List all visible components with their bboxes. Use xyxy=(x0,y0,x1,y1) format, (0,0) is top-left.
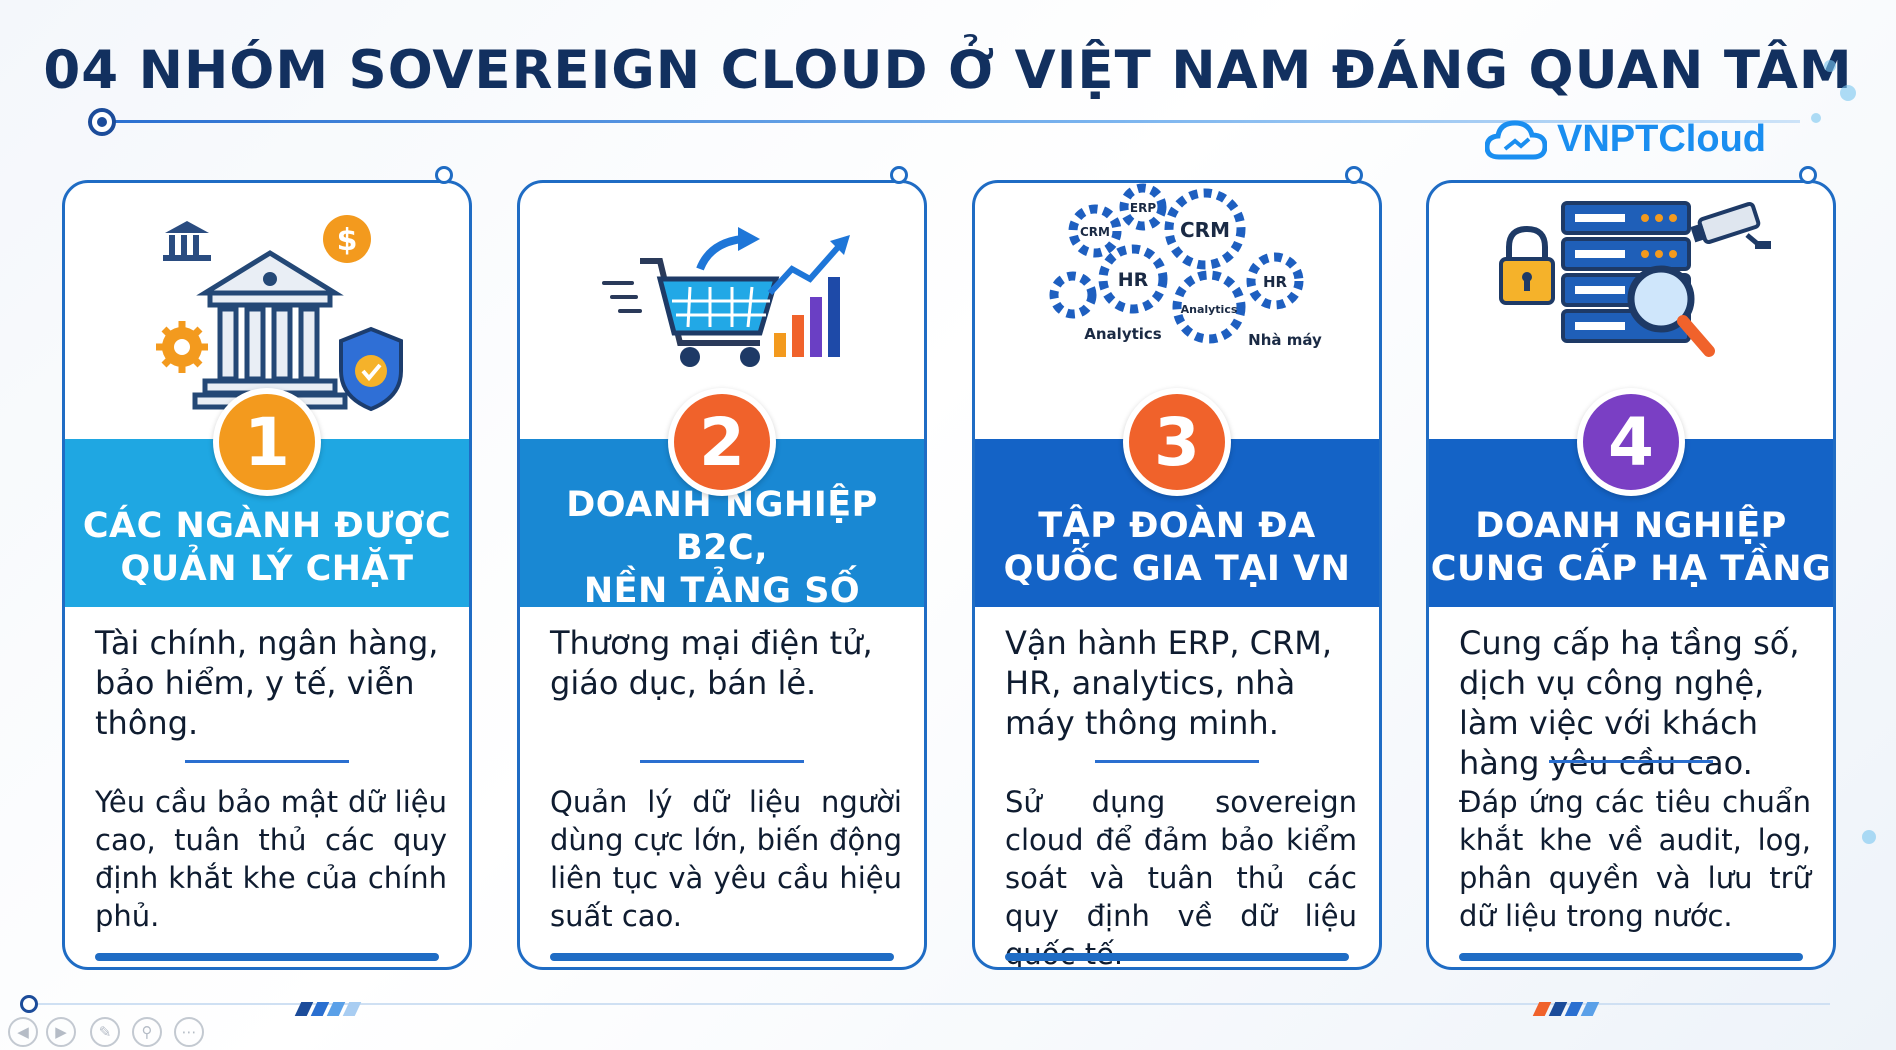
card-divider xyxy=(185,760,349,763)
gear-label: CRM xyxy=(1180,218,1230,242)
card-infrastructure-providers: DOANH NGHIỆP CUNG CẤP HẠ TẦNG 4 Cung cấp… xyxy=(1426,180,1836,970)
vnpt-cloud-logo: VNPTCloud xyxy=(1485,118,1766,161)
card-sectors: Thương mại điện tử, giáo dục, bán lẻ. xyxy=(550,624,873,702)
bottom-rule-dot xyxy=(20,995,38,1013)
page-title: 04 NHÓM SOVEREIGN CLOUD Ở VIỆT NAM ĐÁNG … xyxy=(43,40,1853,101)
card-number-badge: 1 xyxy=(213,388,321,496)
decor-bubble xyxy=(1840,85,1856,101)
card-heading: DOANH NGHIỆP B2C, NỀN TẢNG SỐ xyxy=(566,484,878,611)
card-multinational-corporations: CRM ERP CRM HR HR Analytics Analytics Nh… xyxy=(972,180,1382,970)
cloud-icon xyxy=(1485,119,1548,159)
card-requirements: Quản lý dữ liệu người dùng cực lớn, biến… xyxy=(550,785,902,933)
card-sectors: Vận hành ERP, CRM, HR, analytics, nhà má… xyxy=(1005,624,1333,742)
decor-stripes xyxy=(294,1002,362,1016)
decor-bubble xyxy=(1862,830,1876,844)
gear-label: Analytics xyxy=(1084,325,1162,343)
title-underline xyxy=(100,120,1800,123)
card-regulated-industries: $ CÁC NGÀNH ĐƯỢC xyxy=(62,180,472,970)
shopping-cart-growth-icon xyxy=(602,227,850,367)
card-number-badge: 4 xyxy=(1577,388,1685,496)
card-illustration xyxy=(520,183,924,443)
card-number-badge: 2 xyxy=(668,388,776,496)
card-requirements: Sử dụng sovereign cloud để đảm bảo kiểm … xyxy=(1005,785,1357,967)
card-corner-dot xyxy=(1345,166,1363,184)
more-options-icon[interactable]: ⋯ xyxy=(174,1017,204,1047)
prev-slide-button[interactable]: ◀ xyxy=(8,1017,38,1047)
gear-label: CRM xyxy=(1080,225,1110,239)
card-illustration xyxy=(1429,183,1833,443)
decor-stripes xyxy=(1532,1002,1600,1016)
card-footer-bar xyxy=(550,953,894,961)
gear-label: HR xyxy=(1118,269,1149,291)
card-heading: DOANH NGHIỆP CUNG CẤP HẠ TẦNG xyxy=(1430,506,1832,589)
bottom-rule xyxy=(30,1003,1830,1005)
card-corner-dot xyxy=(435,166,453,184)
decor-bubble xyxy=(1824,60,1836,72)
logo-text: VNPTCloud xyxy=(1557,118,1766,160)
card-requirements: Yêu cầu bảo mật dữ liệu cao, tuân thủ cá… xyxy=(95,785,447,933)
gear-label: Nhà máy xyxy=(1248,331,1322,349)
notes-icon[interactable]: ✎ xyxy=(90,1017,120,1047)
card-sectors: Cung cấp hạ tầng số, dịch vụ công nghệ, … xyxy=(1459,624,1800,782)
card-heading: TẬP ĐOÀN ĐA QUỐC GIA TẠI VN xyxy=(1003,506,1351,589)
decor-bubble xyxy=(1811,113,1821,123)
card-divider xyxy=(1549,760,1713,763)
card-footer-bar xyxy=(1459,953,1803,961)
card-footer-bar xyxy=(95,953,439,961)
svg-text:$: $ xyxy=(337,223,358,258)
card-b2c-digital-platforms: DOANH NGHIỆP B2C, NỀN TẢNG SỐ 2 Thương m… xyxy=(517,180,927,970)
gears-icon: CRM ERP CRM HR HR Analytics Analytics Nh… xyxy=(1049,183,1322,349)
card-footer-bar xyxy=(1005,953,1349,961)
card-divider xyxy=(640,760,804,763)
gear-label: HR xyxy=(1263,273,1288,291)
card-corner-dot xyxy=(1799,166,1817,184)
card-illustration: CRM ERP CRM HR HR Analytics Analytics Nh… xyxy=(975,183,1379,443)
card-corner-dot xyxy=(890,166,908,184)
card-number-badge: 3 xyxy=(1123,388,1231,496)
card-sectors: Tài chính, ngân hàng, bảo hiểm, y tế, vi… xyxy=(95,624,439,742)
card-requirements: Đáp ứng các tiêu chuẩn khắt khe về audit… xyxy=(1459,785,1811,933)
card-heading: CÁC NGÀNH ĐƯỢC QUẢN LÝ CHẶT xyxy=(82,506,452,589)
title-rule-dot xyxy=(88,108,116,136)
zoom-icon[interactable]: ⚲ xyxy=(132,1017,162,1047)
next-slide-button[interactable]: ▶ xyxy=(46,1017,76,1047)
server-security-icon xyxy=(1499,201,1771,357)
gear-label: Analytics xyxy=(1181,303,1238,316)
card-divider xyxy=(1095,760,1259,763)
gear-label: ERP xyxy=(1130,201,1156,215)
